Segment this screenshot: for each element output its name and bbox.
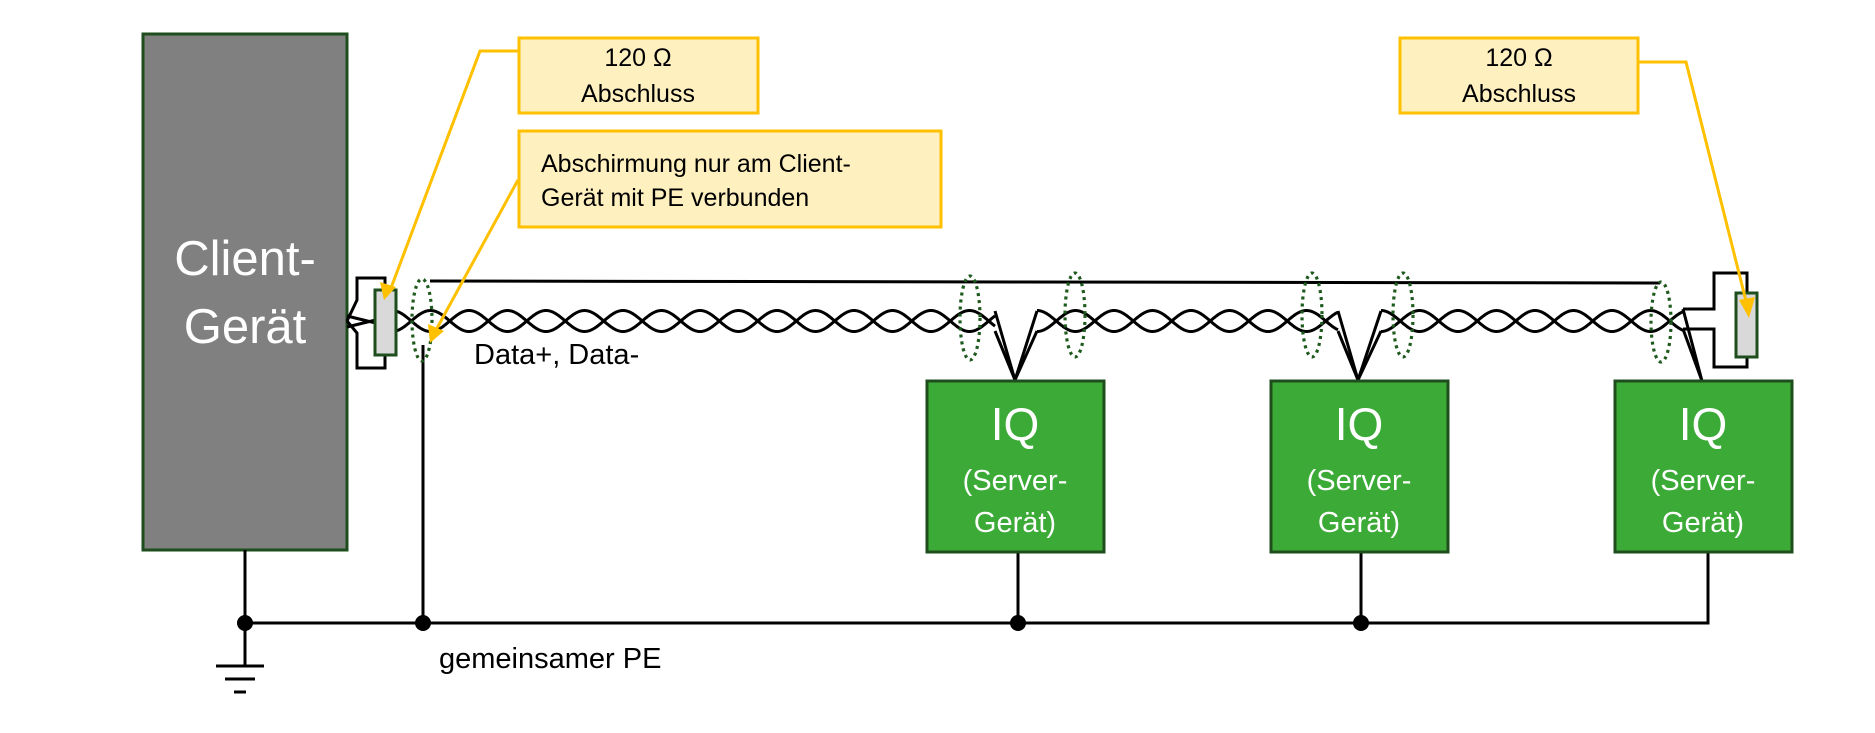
client-device-box xyxy=(141,32,349,552)
server-device-subtitle-line2: Gerät) xyxy=(1318,507,1400,539)
termination-resistor-right xyxy=(1734,291,1759,359)
arrowhead-icon xyxy=(380,282,396,300)
pe-junction-dot xyxy=(1010,615,1026,631)
common-pe-bus: gemeinsamer PE xyxy=(237,345,1710,675)
shield-clamp xyxy=(1300,271,1324,359)
pe-junction-dot xyxy=(415,615,431,631)
server-device-subtitle-line1: (Server- xyxy=(1651,465,1756,497)
cable-shield-line xyxy=(429,279,1661,285)
data-plus-wire xyxy=(391,309,996,334)
termination-resistor-left xyxy=(373,288,398,357)
shield-clamp xyxy=(958,274,982,362)
callout-line1: 120 Ω xyxy=(1485,44,1552,72)
server-device-subtitle-line2: Gerät) xyxy=(974,507,1056,539)
server-device-subtitle-line1: (Server- xyxy=(1307,465,1412,497)
left-termination xyxy=(345,276,398,370)
callout-line2: Abschluss xyxy=(581,80,695,108)
server-device-title: IQ xyxy=(1679,398,1728,450)
shield-clamp xyxy=(1063,271,1087,359)
data-plus-wire xyxy=(1380,309,1684,334)
pe-junction-dot xyxy=(237,615,253,631)
callout-shield-note: Abschirmung nur am Client- Gerät mit PE … xyxy=(517,129,943,229)
data-minus-wire xyxy=(1380,308,1684,333)
server-device-box xyxy=(925,379,1106,554)
twisted-pair-cable xyxy=(391,308,1684,334)
shield-clamp xyxy=(410,277,434,363)
callout-termination-left: 120 Ω Abschluss xyxy=(517,36,760,115)
callout-line2: Abschluss xyxy=(1462,80,1576,108)
server-device-title: IQ xyxy=(1335,398,1384,450)
server-device: IQ (Server- Gerät) xyxy=(1269,379,1450,554)
callout-leaders xyxy=(380,49,1755,343)
client-device-label-line2: Gerät xyxy=(184,300,307,354)
server-device: IQ (Server- Gerät) xyxy=(1613,379,1794,554)
pe-junction-dot xyxy=(1353,615,1369,631)
right-termination xyxy=(1683,271,1759,369)
earth-ground-symbol xyxy=(216,550,264,694)
shield-clamp xyxy=(1391,271,1415,359)
arrowhead-icon xyxy=(428,324,444,343)
server-device: IQ (Server- Gerät) xyxy=(925,379,1106,554)
common-pe-label: gemeinsamer PE xyxy=(439,643,661,675)
server-device-subtitle-line2: Gerät) xyxy=(1662,507,1744,539)
server-device-title: IQ xyxy=(991,398,1040,450)
server-device-subtitle-line1: (Server- xyxy=(963,465,1068,497)
server-device-box xyxy=(1613,379,1794,554)
client-device: Client- Gerät xyxy=(141,32,349,552)
callout-line1: 120 Ω xyxy=(604,44,671,72)
callout-line1: Abschirmung nur am Client- xyxy=(541,150,851,178)
data-minus-wire xyxy=(391,308,996,333)
server-device-box xyxy=(1269,379,1450,554)
client-device-label-line1: Client- xyxy=(174,232,316,286)
arrowhead-icon xyxy=(1739,297,1755,318)
data-lines-label: Data+, Data- xyxy=(474,339,639,371)
callout-line2: Gerät mit PE verbunden xyxy=(541,184,809,212)
data-minus-wire xyxy=(1036,308,1339,333)
shield-clamp xyxy=(1649,280,1673,364)
callout-termination-right: 120 Ω Abschluss xyxy=(1398,36,1640,115)
shield-clamps xyxy=(410,271,1673,364)
